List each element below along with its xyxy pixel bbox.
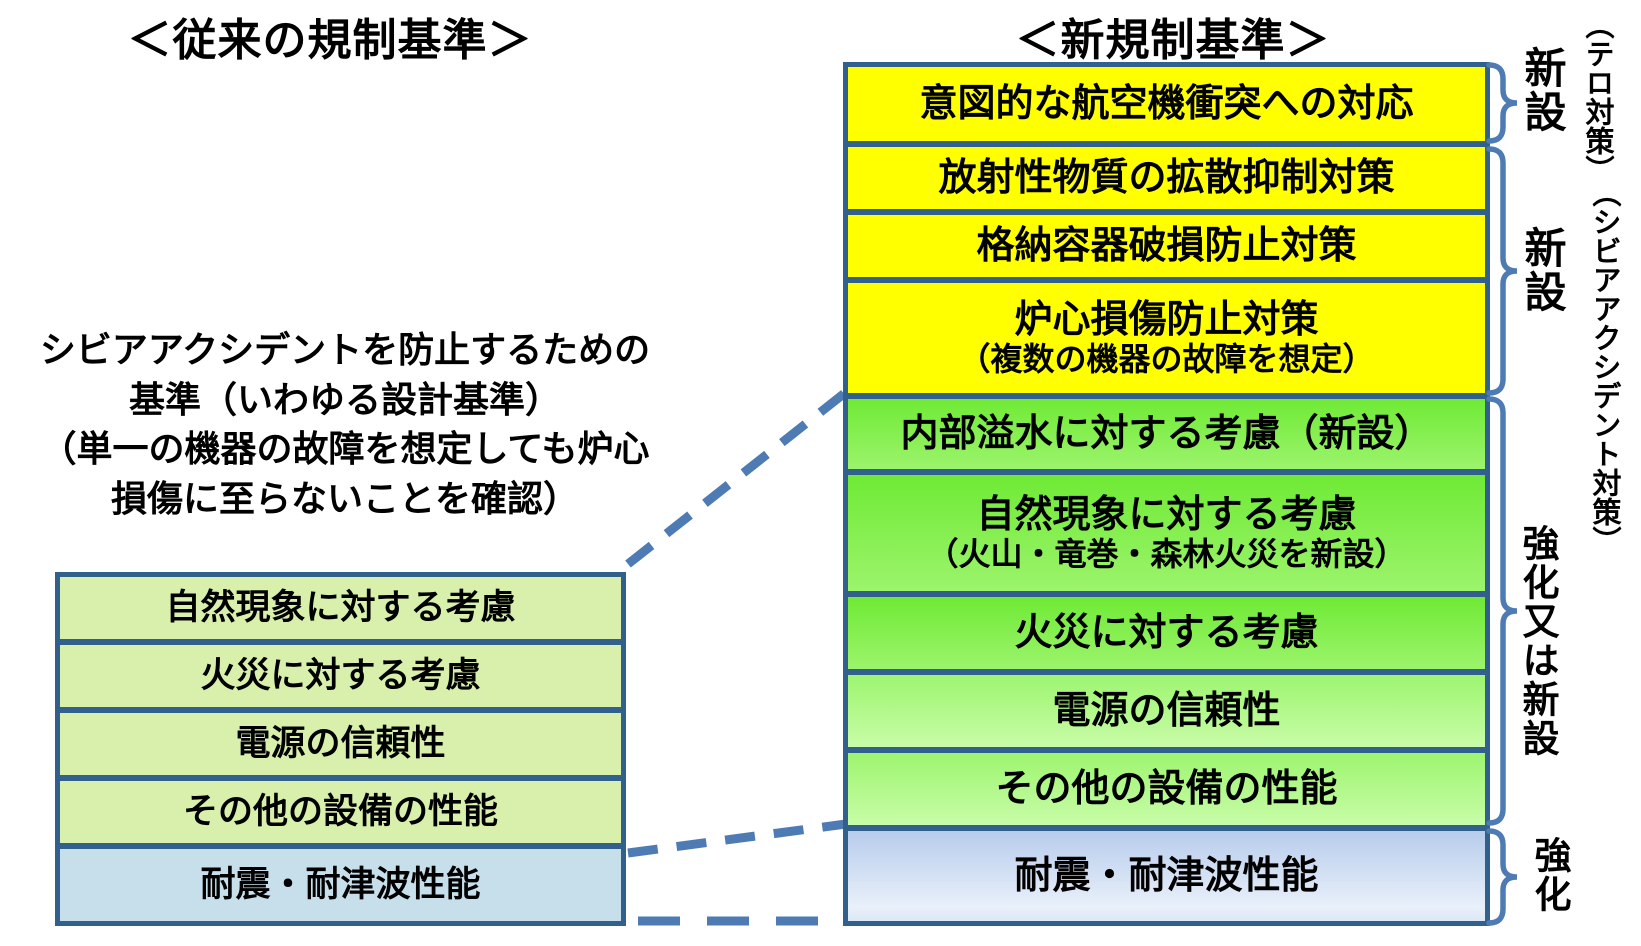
box-label: 意図的な航空機衝突への対応 (919, 81, 1414, 126)
side-label-new-severe-main: 新設 (1518, 226, 1567, 314)
new-box-natural-phenomena: 自然現象に対する考慮 （火山・竜巻・森林火災を新設） (848, 475, 1485, 597)
box-label: 耐震・耐津波性能 (1014, 853, 1319, 898)
new-box-fire: 火災に対する考慮 (848, 597, 1485, 675)
brace-icon-severe-accident (1486, 146, 1518, 396)
box-label: 内部溢水に対する考慮（新設） (900, 411, 1433, 456)
box-label: 電源の信頼性 (1052, 688, 1281, 733)
old-box-seismic-tsunami: 耐震・耐津波性能 (60, 849, 621, 921)
brace-icon-strengthened-or-new (1486, 396, 1518, 826)
box-label: その他の設備の性能 (182, 791, 498, 832)
box-label: その他の設備の性能 (995, 766, 1338, 811)
old-box-other-equipment: その他の設備の性能 (60, 781, 621, 849)
side-label-strengthened-or-new: 強化又は新設 (1516, 524, 1559, 758)
box-label: 格納容器破損防止対策 (976, 223, 1357, 268)
box-label: 自然現象に対する考慮 (976, 491, 1357, 536)
side-label-strengthened: 強化 (1528, 836, 1571, 914)
new-standards-title: ＜新規制基準＞ (1015, 15, 1331, 66)
new-standards-stack: 意図的な航空機衝突への対応 放射性物質の拡散抑制対策 格納容器破損防止対策 炉心… (843, 62, 1490, 926)
old-standards-stack: 自然現象に対する考慮 火災に対する考慮 電源の信頼性 その他の設備の性能 耐震・… (55, 572, 626, 926)
new-box-containment-damage: 格納容器破損防止対策 (848, 215, 1485, 283)
side-label-new-severe-sub: （シビアアクシデント対策） (1588, 178, 1622, 555)
box-label: 放射性物質の拡散抑制対策 (938, 155, 1395, 200)
new-box-aircraft-impact: 意図的な航空機衝突への対応 (848, 67, 1485, 147)
old-box-fire: 火災に対する考慮 (60, 645, 621, 713)
brace-icon-terror (1486, 62, 1518, 144)
new-box-internal-flooding: 内部溢水に対する考慮（新設） (848, 399, 1485, 475)
design-basis-note: シビアアクシデントを防止するための 基準（いわゆる設計基準） （単一の機器の故障… (39, 330, 651, 521)
side-label-new-terror-main: 新設 (1518, 46, 1567, 134)
new-box-core-damage: 炉心損傷防止対策 （複数の機器の故障を想定） (848, 283, 1485, 399)
old-standards-title: ＜従来の規制基準＞ (127, 15, 533, 66)
box-label: 炉心損傷防止対策 (1014, 296, 1319, 341)
old-box-natural-phenomena: 自然現象に対する考慮 (60, 577, 621, 645)
brace-icon-strengthened (1486, 828, 1518, 926)
box-label: 自然現象に対する考慮 (165, 587, 516, 628)
box-label: 電源の信頼性 (235, 723, 446, 764)
new-box-seismic-tsunami: 耐震・耐津波性能 (848, 831, 1485, 921)
side-label-new-terror-sub: （テロ対策） (1581, 10, 1615, 184)
box-sublabel: （火山・竜巻・森林火災を新設） (926, 535, 1407, 574)
box-label: 火災に対する考慮 (200, 655, 481, 696)
new-box-power-reliability: 電源の信頼性 (848, 675, 1485, 753)
dashed-connector-middle (627, 819, 847, 858)
box-sublabel: （複数の機器の故障を想定） (958, 340, 1375, 379)
box-label: 火災に対する考慮 (1014, 610, 1319, 655)
new-box-radioactive-dispersion: 放射性物質の拡散抑制対策 (848, 147, 1485, 215)
new-box-other-equipment: その他の設備の性能 (848, 753, 1485, 831)
box-label: 耐震・耐津波性能 (200, 864, 481, 905)
old-box-power-reliability: 電源の信頼性 (60, 713, 621, 781)
